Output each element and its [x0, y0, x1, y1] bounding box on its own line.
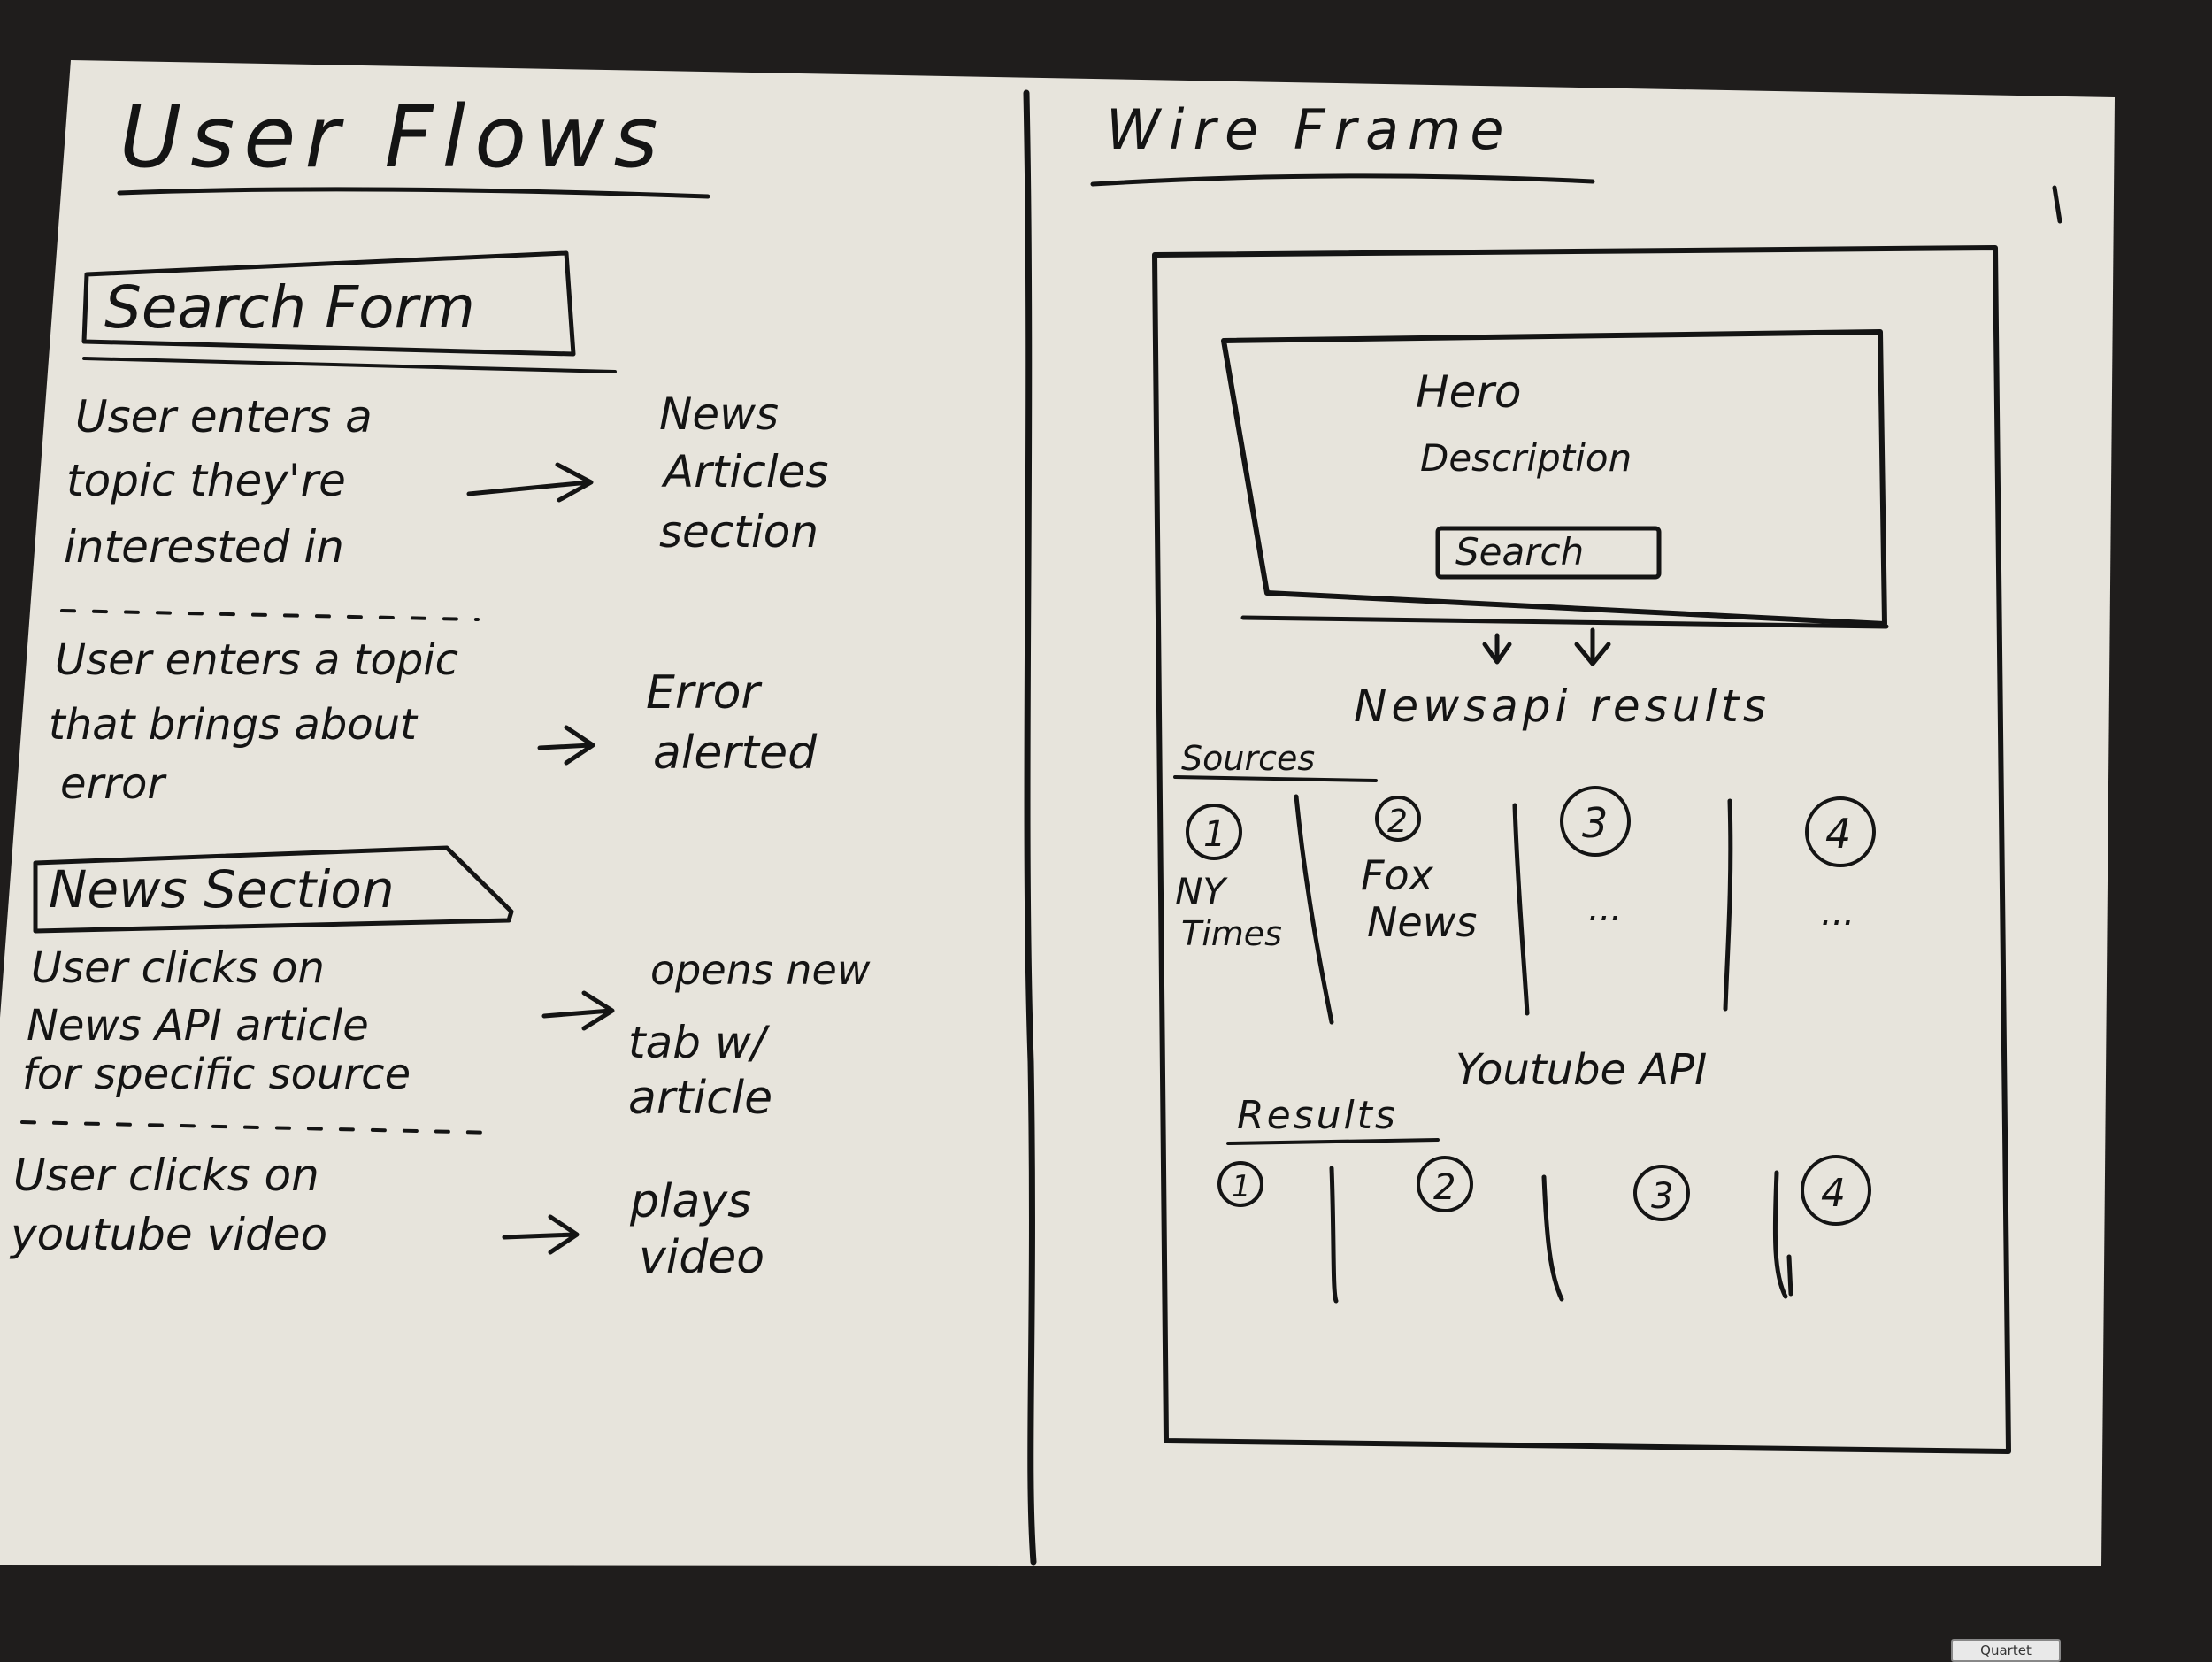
news-flow-1-arrow	[541, 990, 615, 1031]
down-arrow-2	[1574, 627, 1611, 666]
sources-label: Sources	[1181, 739, 1315, 778]
newsapi-column-2[interactable]: 2 Fox News	[1361, 796, 1477, 946]
news-flow-2-result-line1: plays	[629, 1175, 751, 1228]
newsapi-column-3[interactable]: 3 ...	[1560, 786, 1631, 929]
news-column-3-line1: ...	[1588, 889, 1622, 929]
hero-underline	[1240, 615, 1889, 629]
news-column-2-number: 2	[1387, 804, 1408, 840]
news-divider-2	[1512, 803, 1530, 1016]
search-flow-1-result-line1: News	[659, 389, 779, 440]
whiteboard-surface	[0, 60, 2115, 1566]
youtube-column-3[interactable]: 3	[1633, 1165, 1690, 1221]
news-divider-1	[1294, 794, 1334, 1025]
search-flow-2-result-line2: alerted	[653, 727, 818, 780]
search-flow-1-action-line1: User enters a	[75, 391, 373, 442]
results-underline	[1226, 1138, 1440, 1145]
news-section-heading: News Section	[49, 859, 395, 919]
search-flow-1-arrow	[466, 462, 594, 503]
search-flow-2-action-line2: that brings about	[49, 700, 419, 750]
youtube-api-label: Youtube API	[1455, 1045, 1707, 1095]
search-flow-1-result-line3: section	[659, 506, 818, 558]
news-column-4-number-circle	[1805, 796, 1876, 867]
yt-divider-3	[1772, 1170, 1793, 1299]
news-column-1-line1: NY	[1175, 870, 1228, 913]
hero-search-button[interactable]	[1435, 526, 1662, 580]
yt-column-3-number: 3	[1651, 1176, 1673, 1217]
news-flow-1-action-line3: for specific source	[22, 1050, 411, 1099]
youtube-column-4[interactable]: 4	[1801, 1155, 1871, 1226]
news-flow-2-action-line1: User clicks on	[13, 1150, 319, 1201]
title-underline	[117, 187, 710, 199]
search-flow-1-action-line3: interested in	[64, 521, 344, 573]
news-column-4-line1: ...	[1821, 893, 1855, 934]
news-column-3-number: 3	[1582, 799, 1608, 847]
user-flows-title: User Flows	[119, 88, 666, 187]
hero-description: Description	[1420, 436, 1632, 480]
news-column-1-number: 1	[1203, 814, 1225, 855]
search-flow-separator	[60, 609, 480, 621]
yt-column-3-number-circle	[1633, 1165, 1690, 1221]
hero-search-label: Search	[1455, 530, 1584, 573]
search-flow-2-action-line1: User enters a topic	[55, 635, 458, 685]
yt-column-2-number-circle	[1417, 1156, 1473, 1212]
yt-column-2-number: 2	[1433, 1167, 1455, 1208]
news-flow-separator	[20, 1120, 497, 1135]
yt-column-1-number: 1	[1232, 1169, 1251, 1204]
search-form-underline	[82, 357, 617, 373]
center-divider	[1023, 89, 1037, 1566]
yt-divider-2	[1541, 1174, 1564, 1302]
hero-box	[1221, 329, 1887, 627]
news-flow-1-action-line2: News API article	[27, 1001, 369, 1050]
news-flow-2-result-line2: video	[639, 1231, 764, 1284]
yt-divider-1	[1329, 1166, 1339, 1304]
yt-column-4-number: 4	[1821, 1171, 1846, 1216]
youtube-column-1[interactable]: 1	[1217, 1161, 1263, 1207]
news-column-1-line2: Times	[1181, 914, 1282, 953]
search-flow-2: User enters a topic that brings about er…	[49, 635, 818, 809]
wire-frame-underline	[1090, 173, 1595, 187]
news-column-1-number-circle	[1186, 804, 1242, 860]
search-flow-2-result-line1: Error	[646, 666, 763, 719]
newsapi-column-4[interactable]: 4 ...	[1805, 796, 1876, 934]
news-flow-1-result-line2: tab w/	[628, 1017, 771, 1068]
news-column-2-line2: News	[1367, 898, 1477, 946]
search-flow-2-action-line3: error	[60, 759, 167, 809]
newsapi-column-1[interactable]: 1 NY Times	[1175, 804, 1282, 953]
news-column-2-number-circle	[1375, 796, 1421, 842]
news-column-4-number: 4	[1825, 810, 1851, 858]
news-column-2-line1: Fox	[1361, 851, 1434, 899]
youtube-results-label: Results	[1237, 1093, 1398, 1138]
search-form-heading: Search Form	[104, 273, 475, 342]
search-flow-2-arrow	[537, 725, 595, 766]
board-brand-label: Quartet	[1951, 1639, 2061, 1662]
news-flow-2-arrow	[502, 1214, 580, 1255]
search-flow-1: User enters a topic they're interested i…	[64, 389, 828, 573]
yt-column-1-number-circle	[1217, 1161, 1263, 1207]
news-flow-2-action-line2: youtube video	[9, 1209, 327, 1260]
news-flow-1-result-line3: article	[628, 1072, 772, 1125]
search-flow-1-result-line2: Articles	[661, 446, 828, 497]
news-flow-2: User clicks on youtube video plays video	[9, 1150, 764, 1284]
news-column-3-number-circle	[1560, 786, 1631, 857]
news-flow-1-result-line1: opens new	[650, 946, 871, 994]
news-flow-1-action-line1: User clicks on	[31, 943, 325, 993]
board-mark	[2052, 185, 2062, 224]
search-form-box	[81, 250, 576, 357]
newsapi-results-label: Newsapi results	[1354, 681, 1770, 732]
down-arrow-1	[1482, 633, 1512, 665]
news-divider-3	[1723, 798, 1733, 1012]
hero-title: Hero	[1416, 366, 1522, 418]
wire-frame-title: Wire Frame	[1106, 97, 1513, 162]
wireframe-page-frame	[1152, 245, 2011, 1454]
search-flow-1-action-line2: topic they're	[66, 455, 346, 506]
sources-underline	[1173, 775, 1378, 782]
youtube-column-2[interactable]: 2	[1417, 1156, 1473, 1212]
news-section-box	[33, 845, 514, 934]
yt-column-4-number-circle	[1801, 1155, 1871, 1226]
news-flow-1: User clicks on News API article for spec…	[22, 943, 871, 1125]
